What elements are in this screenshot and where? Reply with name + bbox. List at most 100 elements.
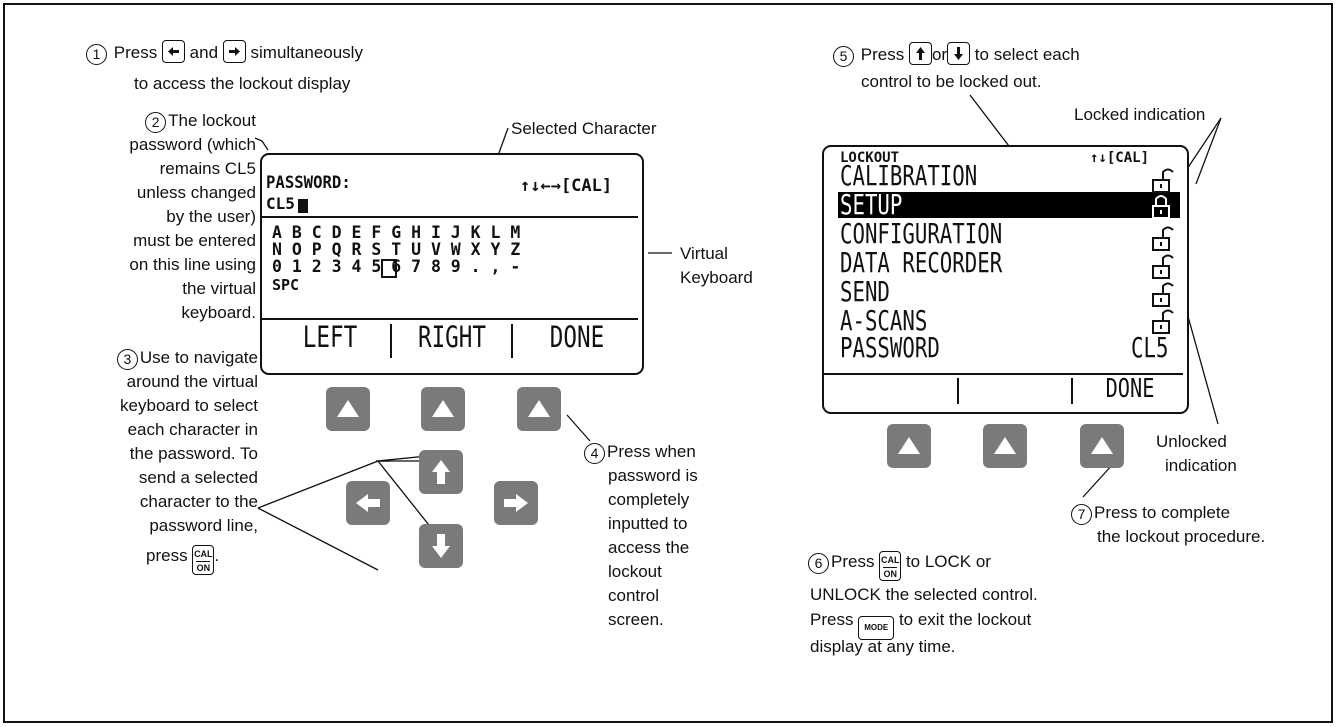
step6-number: 6 xyxy=(808,553,829,574)
step3-press-text: press xyxy=(146,546,188,565)
step5-or-text: or xyxy=(931,45,948,64)
lcd-lockout-nav: ↑↓[CAL] xyxy=(1090,150,1150,166)
step5-number: 5 xyxy=(833,46,854,67)
cal-on-key-icon: CAL ON xyxy=(192,545,215,575)
unlocked-padlock-icon-data-recorder xyxy=(1152,254,1174,279)
step1-and-text: and xyxy=(189,43,219,62)
step3-press-line: press CAL ON. xyxy=(146,545,219,575)
step6-exit-text: to exit the lockout xyxy=(898,610,1032,629)
selected-row-highlight xyxy=(838,192,1180,218)
lockout-softkey-button-3[interactable] xyxy=(1080,424,1124,468)
step6-lock-text: to LOCK or xyxy=(905,552,991,571)
step2-text-7: the virtual xyxy=(182,279,256,298)
unlocked-indication-label-2: indication xyxy=(1165,456,1237,475)
softkey-right[interactable]: RIGHT xyxy=(417,320,487,354)
lockout-item-data-recorder[interactable]: DATA RECORDER xyxy=(840,246,1003,279)
password-lcd-screen xyxy=(260,153,644,375)
step3-text-0: Use to navigate xyxy=(139,348,258,367)
lockout-softkey-done[interactable]: DONE xyxy=(1105,374,1155,404)
step7-number: 7 xyxy=(1071,504,1092,525)
step1-number: 1 xyxy=(86,44,107,65)
lcd-password-entry: CL5 xyxy=(266,194,295,213)
cal-key-top-2: CAL xyxy=(880,555,900,565)
step4-text-2: completely xyxy=(608,490,690,509)
softkey-sep-2 xyxy=(511,324,513,358)
lcd-nav-indicator: ↑↓←→[CAL] xyxy=(520,176,613,196)
lcd-cursor xyxy=(298,199,308,213)
lockout-lcd-screen xyxy=(822,145,1189,414)
unlocked-padlock-icon-send xyxy=(1152,282,1174,307)
down-arrow-button[interactable] xyxy=(419,524,463,568)
step5-press-text: Press xyxy=(860,45,905,64)
step3-period: . xyxy=(214,546,220,565)
step4-text-3: inputted to xyxy=(608,514,688,533)
step5-line2: control to be locked out. xyxy=(861,72,1042,91)
lockout-item-configuration[interactable]: CONFIGURATION xyxy=(840,217,1003,250)
down-arrow-key-icon xyxy=(947,42,971,65)
step2-text-6: on this line using xyxy=(129,255,256,274)
step5-line1: 5 Press or to select each xyxy=(833,42,1080,67)
left-arrow-button[interactable] xyxy=(346,481,390,525)
lcd-lockout-title: LOCKOUT xyxy=(840,150,900,166)
step1-line2: to access the lockout display xyxy=(134,74,351,93)
step7-line2: the lockout procedure. xyxy=(1097,527,1266,546)
step6-line3: Press MODE to exit the lockout xyxy=(810,609,1031,640)
softkey-button-1[interactable] xyxy=(326,387,370,431)
lockout-item-send[interactable]: SEND xyxy=(840,275,890,308)
lockout-item-setup[interactable]: SETUP xyxy=(840,188,903,221)
cal-key-bottom: ON xyxy=(196,563,211,573)
lockout-item-calibration[interactable]: CALIBRATION xyxy=(840,159,978,192)
lockout-password-value: CL5 xyxy=(1131,331,1169,364)
lockout-item-password[interactable]: PASSWORD xyxy=(840,331,940,364)
lockout-softkey-sep-2 xyxy=(1071,378,1073,404)
step4-text-1: password is xyxy=(608,466,698,485)
step3-text-3: each character in xyxy=(127,420,258,439)
virtual-key-row-1[interactable]: A B C D E F G H I J K L M xyxy=(272,223,521,242)
step5-select-text: to select each xyxy=(974,45,1080,64)
lockout-softkey-button-2[interactable] xyxy=(983,424,1027,468)
step2-text-0: The lockout xyxy=(168,111,256,130)
step6-line2: UNLOCK the selected control. xyxy=(810,585,1038,604)
right-arrow-button[interactable] xyxy=(494,481,538,525)
softkey-done[interactable]: DONE xyxy=(549,320,605,354)
step2-text-1: password (which xyxy=(129,135,256,154)
cal-key-top: CAL xyxy=(194,549,213,559)
softkey-button-2[interactable] xyxy=(421,387,465,431)
up-arrow-key-icon xyxy=(908,42,932,65)
lockout-item-a-scans[interactable]: A-SCANS xyxy=(840,304,928,337)
step6-press-text: Press xyxy=(831,552,875,571)
lockout-lcd-divider xyxy=(824,373,1183,375)
step4-text-0: Press when xyxy=(607,442,696,461)
step2-number: 2 xyxy=(145,112,167,133)
virtual-keyboard-label-1: Virtual xyxy=(680,244,728,263)
cal-key-bottom-2: ON xyxy=(883,569,897,579)
step4-number: 4 xyxy=(584,443,605,464)
step6-press2-text: Press xyxy=(810,610,854,629)
up-arrow-button[interactable] xyxy=(419,450,463,494)
step4-text-4: access the xyxy=(608,538,690,557)
unlocked-padlock-icon-calibration xyxy=(1152,168,1174,193)
unlocked-padlock-icon-configuration xyxy=(1152,226,1174,251)
step2-text-5: must be entered xyxy=(133,231,256,250)
softkey-button-3[interactable] xyxy=(517,387,561,431)
softkey-left[interactable]: LEFT xyxy=(302,320,358,354)
step1-press-text: Press xyxy=(113,43,158,62)
step6-line4: display at any time. xyxy=(810,637,956,656)
step2-text-3: unless changed xyxy=(136,183,256,202)
lcd-password-title: PASSWORD: xyxy=(266,173,351,193)
step3-text-5: send a selected xyxy=(138,468,258,487)
lcd-divider-bottom xyxy=(262,318,638,320)
virtual-key-row-2[interactable]: N O P Q R S T U V W X Y Z xyxy=(272,240,521,259)
virtual-key-space[interactable]: SPC xyxy=(272,276,300,294)
step3-text-1: around the virtual xyxy=(126,372,258,391)
locked-padlock-icon-setup xyxy=(1152,195,1170,219)
step1-simultaneously-text: simultaneously xyxy=(250,43,363,62)
step7-text-1: Press to complete xyxy=(1094,503,1231,522)
lockout-softkey-button-1[interactable] xyxy=(887,424,931,468)
step2-text-8: keyboard. xyxy=(181,303,256,322)
